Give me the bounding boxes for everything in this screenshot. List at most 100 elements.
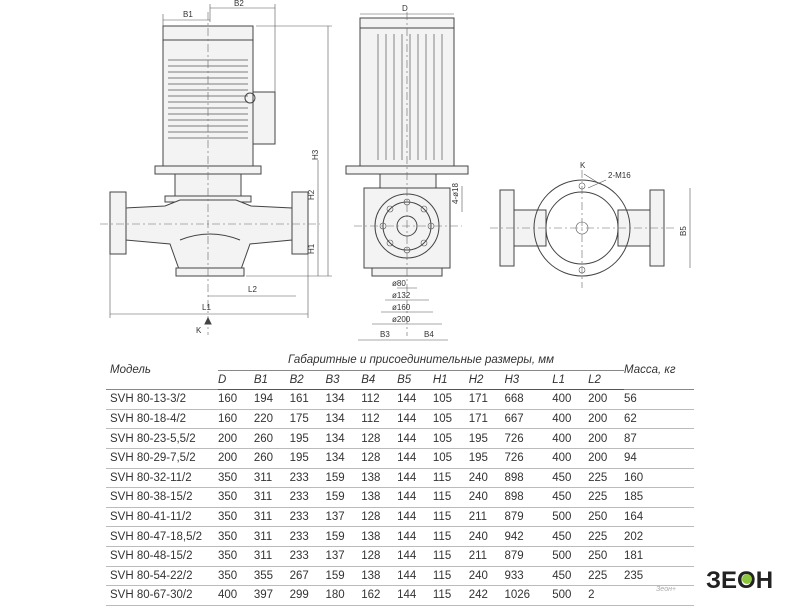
dimension-cell: 898 (504, 487, 553, 508)
dim-d200: ø200 (392, 315, 411, 324)
dimension-cell: 240 (468, 566, 505, 587)
dimension-cell: 200 (588, 428, 624, 449)
dim-m16: 2-M16 (608, 171, 631, 180)
mass-cell: 164 (624, 507, 694, 528)
dimension-cell: 311 (253, 487, 290, 508)
dimension-cell: 350 (218, 468, 254, 489)
header-dimensions-group: Габаритные и присоединительные размеры, … (218, 351, 624, 371)
column-header: B5 (397, 370, 433, 391)
dim-h2: H2 (307, 189, 316, 200)
dimension-cell: 260 (253, 448, 290, 469)
dimension-cell: 200 (588, 389, 624, 410)
dim-d: D (402, 4, 408, 13)
model-cell: SVH 80-32-11/2 (106, 468, 218, 489)
mass-cell: 185 (624, 487, 694, 508)
dim-l2: L2 (248, 285, 257, 294)
dimension-cell: 138 (361, 566, 398, 587)
dim-h1: H1 (307, 243, 316, 254)
dimension-cell: 397 (253, 585, 290, 606)
dimension-cell: 500 (552, 507, 589, 528)
dimension-cell: 879 (504, 546, 553, 567)
front-dimensions: B1 B2 H3 H2 H1 L2 L1 K (109, 0, 332, 335)
dimension-cell: 138 (361, 468, 398, 489)
dimension-cell: 144 (397, 585, 433, 606)
dimension-cell: 667 (504, 409, 553, 430)
dimension-cell: 112 (361, 409, 398, 430)
model-cell: SVH 80-54-22/2 (106, 566, 218, 587)
dim-b1: B1 (183, 10, 193, 19)
model-cell: SVH 80-67-30/2 (106, 585, 218, 606)
column-header: H1 (432, 370, 469, 391)
dimension-cell: 726 (504, 448, 553, 469)
column-header: B1 (253, 370, 290, 391)
dimension-cell: 144 (397, 428, 433, 449)
mass-cell: 87 (624, 428, 694, 449)
dimension-cell: 200 (588, 448, 624, 469)
dimension-cell: 311 (253, 546, 290, 567)
mass-cell: 181 (624, 546, 694, 567)
dimension-cell: 220 (253, 409, 290, 430)
dimension-cell: 726 (504, 428, 553, 449)
dimension-cell: 115 (432, 526, 469, 547)
dimension-cell: 450 (552, 566, 589, 587)
table-header-row-2: D B1 B2 B3 B4 B5 H1 H2 H3 L1 L2 (106, 370, 694, 391)
dimension-cell: 350 (218, 507, 254, 528)
dimension-cell: 200 (588, 409, 624, 430)
model-cell: SVH 80-29-7,5/2 (106, 448, 218, 469)
dimension-cell: 225 (588, 487, 624, 508)
dimension-cell: 250 (588, 546, 624, 567)
side-view (345, 12, 469, 336)
column-header: H2 (468, 370, 505, 391)
dim-d132: ø132 (392, 291, 411, 300)
dimension-cell: 160 (218, 409, 254, 430)
dimension-cell: 400 (552, 409, 589, 430)
column-header: L2 (588, 370, 624, 391)
dimension-cell: 400 (552, 389, 589, 410)
dim-k-right: K (580, 161, 586, 170)
dimension-cell: 137 (325, 546, 362, 567)
dimension-cell: 267 (289, 566, 326, 587)
dimension-cell: 195 (289, 428, 326, 449)
dimension-cell: 115 (432, 487, 469, 508)
dimension-cell: 400 (552, 428, 589, 449)
dimension-cell: 128 (361, 507, 398, 528)
dimension-cell: 350 (218, 487, 254, 508)
dimension-cell: 233 (289, 546, 326, 567)
dimension-cell: 134 (325, 428, 362, 449)
dimension-cell: 128 (361, 448, 398, 469)
mass-cell: 56 (624, 389, 694, 410)
model-cell: SVH 80-48-15/2 (106, 546, 218, 567)
dimension-cell: 144 (397, 526, 433, 547)
dimension-cell: 233 (289, 487, 326, 508)
dimension-cell: 1026 (504, 585, 553, 606)
column-header: H3 (504, 370, 553, 391)
model-cell: SVH 80-38-15/2 (106, 487, 218, 508)
dimension-cell: 200 (218, 448, 254, 469)
dimension-cell: 144 (397, 409, 433, 430)
dimension-cell: 242 (468, 585, 505, 606)
top-dimensions: K 2-M16 B5 (580, 161, 691, 268)
dimension-cell: 233 (289, 526, 326, 547)
brand-logo: ЗЕОН (706, 564, 790, 594)
dimension-cell: 225 (588, 468, 624, 489)
dimension-cell: 195 (289, 448, 326, 469)
model-cell: SVH 80-47-18,5/2 (106, 526, 218, 547)
dimension-cell: 400 (552, 448, 589, 469)
dimension-cell: 211 (468, 507, 505, 528)
model-cell: SVH 80-18-4/2 (106, 409, 218, 430)
dimension-cell: 400 (218, 585, 254, 606)
column-header: D (218, 370, 254, 391)
dimension-cell: 311 (253, 468, 290, 489)
dimension-cell: 128 (361, 428, 398, 449)
dimension-cell: 233 (289, 468, 326, 489)
model-cell: SVH 80-23-5,5/2 (106, 428, 218, 449)
